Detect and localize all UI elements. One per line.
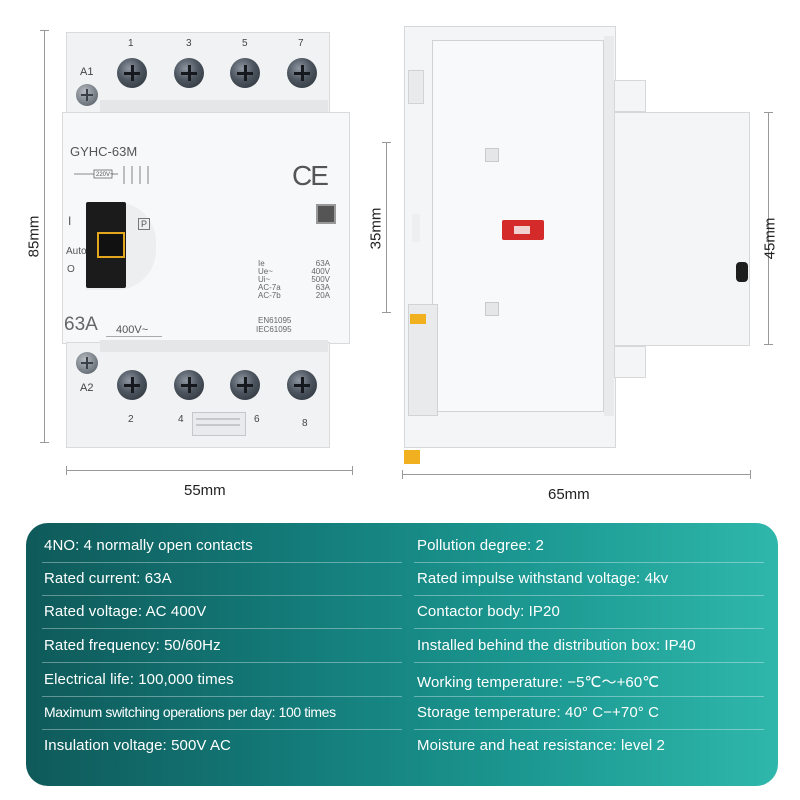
- rating-table: Ie 63A Ue~ 400V Ui~ 500V AC-7a 63A AC-7b 20A: [258, 260, 330, 300]
- terminal-label-2: 2: [128, 414, 134, 425]
- terminal-screw-1: [117, 58, 147, 88]
- coil-label-a1: A1: [80, 66, 94, 78]
- switch-latch[interactable]: [97, 232, 125, 258]
- terminal-screw-2: [117, 370, 147, 400]
- coil-screw-a2: [76, 352, 98, 374]
- terminal-screw-4: [174, 370, 204, 400]
- rail-projection: [614, 112, 750, 346]
- terminal-label-6: 6: [254, 414, 260, 425]
- inner-dimension-label: 35mm: [367, 207, 385, 250]
- indicator-window: [316, 204, 336, 224]
- model-label: GYHC-63M: [70, 144, 138, 159]
- spec-left-6: Insulation voltage: 500V AC: [44, 737, 231, 754]
- spec-right-2: Contactor body: IP20: [417, 603, 560, 620]
- rating-value-ie: 63A: [315, 259, 330, 268]
- depth-dimension-label: 45mm: [761, 217, 779, 260]
- spec-left-5: Maximum switching operations per day: 10…: [44, 704, 336, 720]
- side-view: 35mm 45mm 65mm: [360, 0, 800, 510]
- rating-value-ui: 500V: [311, 275, 330, 284]
- rating-value-ac7b: 20A: [315, 291, 330, 300]
- front-view: 85mm A1 1 3 5 7 GYHC-63M 220V~ CE I Auto…: [0, 0, 360, 499]
- terminal-label-5: 5: [242, 38, 248, 49]
- terminal-screw-8: [287, 370, 317, 400]
- spec-right-4: Working temperature: −5℃～+60℃: [417, 674, 660, 691]
- top-latch[interactable]: [410, 314, 426, 324]
- terminal-label-3: 3: [186, 38, 192, 49]
- inner-dimension-line: [386, 142, 387, 312]
- spec-right-5: Storage temperature: 40° C−+70° C: [417, 704, 660, 721]
- terminal-label-1: 1: [128, 38, 134, 49]
- standard-iec: IEC61095: [256, 325, 292, 334]
- width-dimension-label: 55mm: [184, 482, 226, 499]
- spec-left-1: Rated current: 63A: [44, 570, 172, 587]
- terminal-label-7: 7: [298, 38, 304, 49]
- height-dimension-label: 85mm: [25, 215, 43, 258]
- voltage-rating: 400V~: [116, 324, 149, 336]
- terminal-screw-5: [230, 58, 260, 88]
- side-width-dimension-line: [402, 474, 750, 475]
- rating-value-ac7a: 63A: [315, 283, 330, 292]
- switch-p-label: P: [138, 218, 151, 230]
- side-width-dimension-label: 65mm: [548, 486, 590, 503]
- spec-right-6: Moisture and heat resistance: level 2: [417, 737, 665, 754]
- rating-value-ue: 400V: [311, 267, 330, 276]
- schematic-voltage: 220V~: [96, 172, 114, 178]
- coil-label-a2: A2: [80, 382, 94, 394]
- coil-screw-a1: [76, 84, 98, 106]
- height-dimension-line: [44, 30, 45, 442]
- terminal-label-4: 4: [178, 414, 184, 425]
- spec-panel: 4NO: 4 normally open contacts Rated curr…: [26, 523, 778, 786]
- current-rating: 63A: [64, 314, 98, 335]
- switch-auto-label: Auto: [66, 246, 87, 257]
- rating-label-ue: Ue~: [258, 267, 273, 276]
- switch-on-label: I: [68, 214, 72, 228]
- spec-left-4: Electrical life: 100,000 times: [44, 671, 234, 688]
- spec-left-3: Rated frequency: 50/60Hz: [44, 637, 221, 654]
- spec-left-2: Rated voltage: AC 400V: [44, 603, 207, 620]
- standard-en: EN61095: [258, 316, 292, 325]
- rating-label-ie: Ie: [258, 259, 265, 268]
- switch-off-label: O: [67, 264, 75, 275]
- width-dimension-line: [66, 470, 352, 471]
- rating-label-ac7a: AC-7a: [258, 283, 281, 292]
- bottom-latch[interactable]: [404, 450, 420, 464]
- rating-label-ac7b: AC-7b: [258, 291, 281, 300]
- spec-right-3: Installed behind the distribution box: I…: [417, 637, 696, 654]
- wiring-schematic: [74, 166, 149, 184]
- terminal-screw-7: [287, 58, 317, 88]
- rating-label-ui: Ui~: [258, 275, 271, 284]
- spec-left-0: 4NO: 4 normally open contacts: [44, 537, 253, 554]
- terminal-label-8: 8: [302, 418, 308, 429]
- terminal-screw-3: [174, 58, 204, 88]
- spec-right-1: Rated impulse withstand voltage: 4kv: [417, 570, 669, 587]
- side-knob[interactable]: [736, 262, 748, 282]
- spec-right-0: Pollution degree: 2: [417, 537, 544, 554]
- terminal-screw-6: [230, 370, 260, 400]
- depth-dimension-line: [768, 112, 769, 344]
- ce-mark: CE: [292, 160, 329, 191]
